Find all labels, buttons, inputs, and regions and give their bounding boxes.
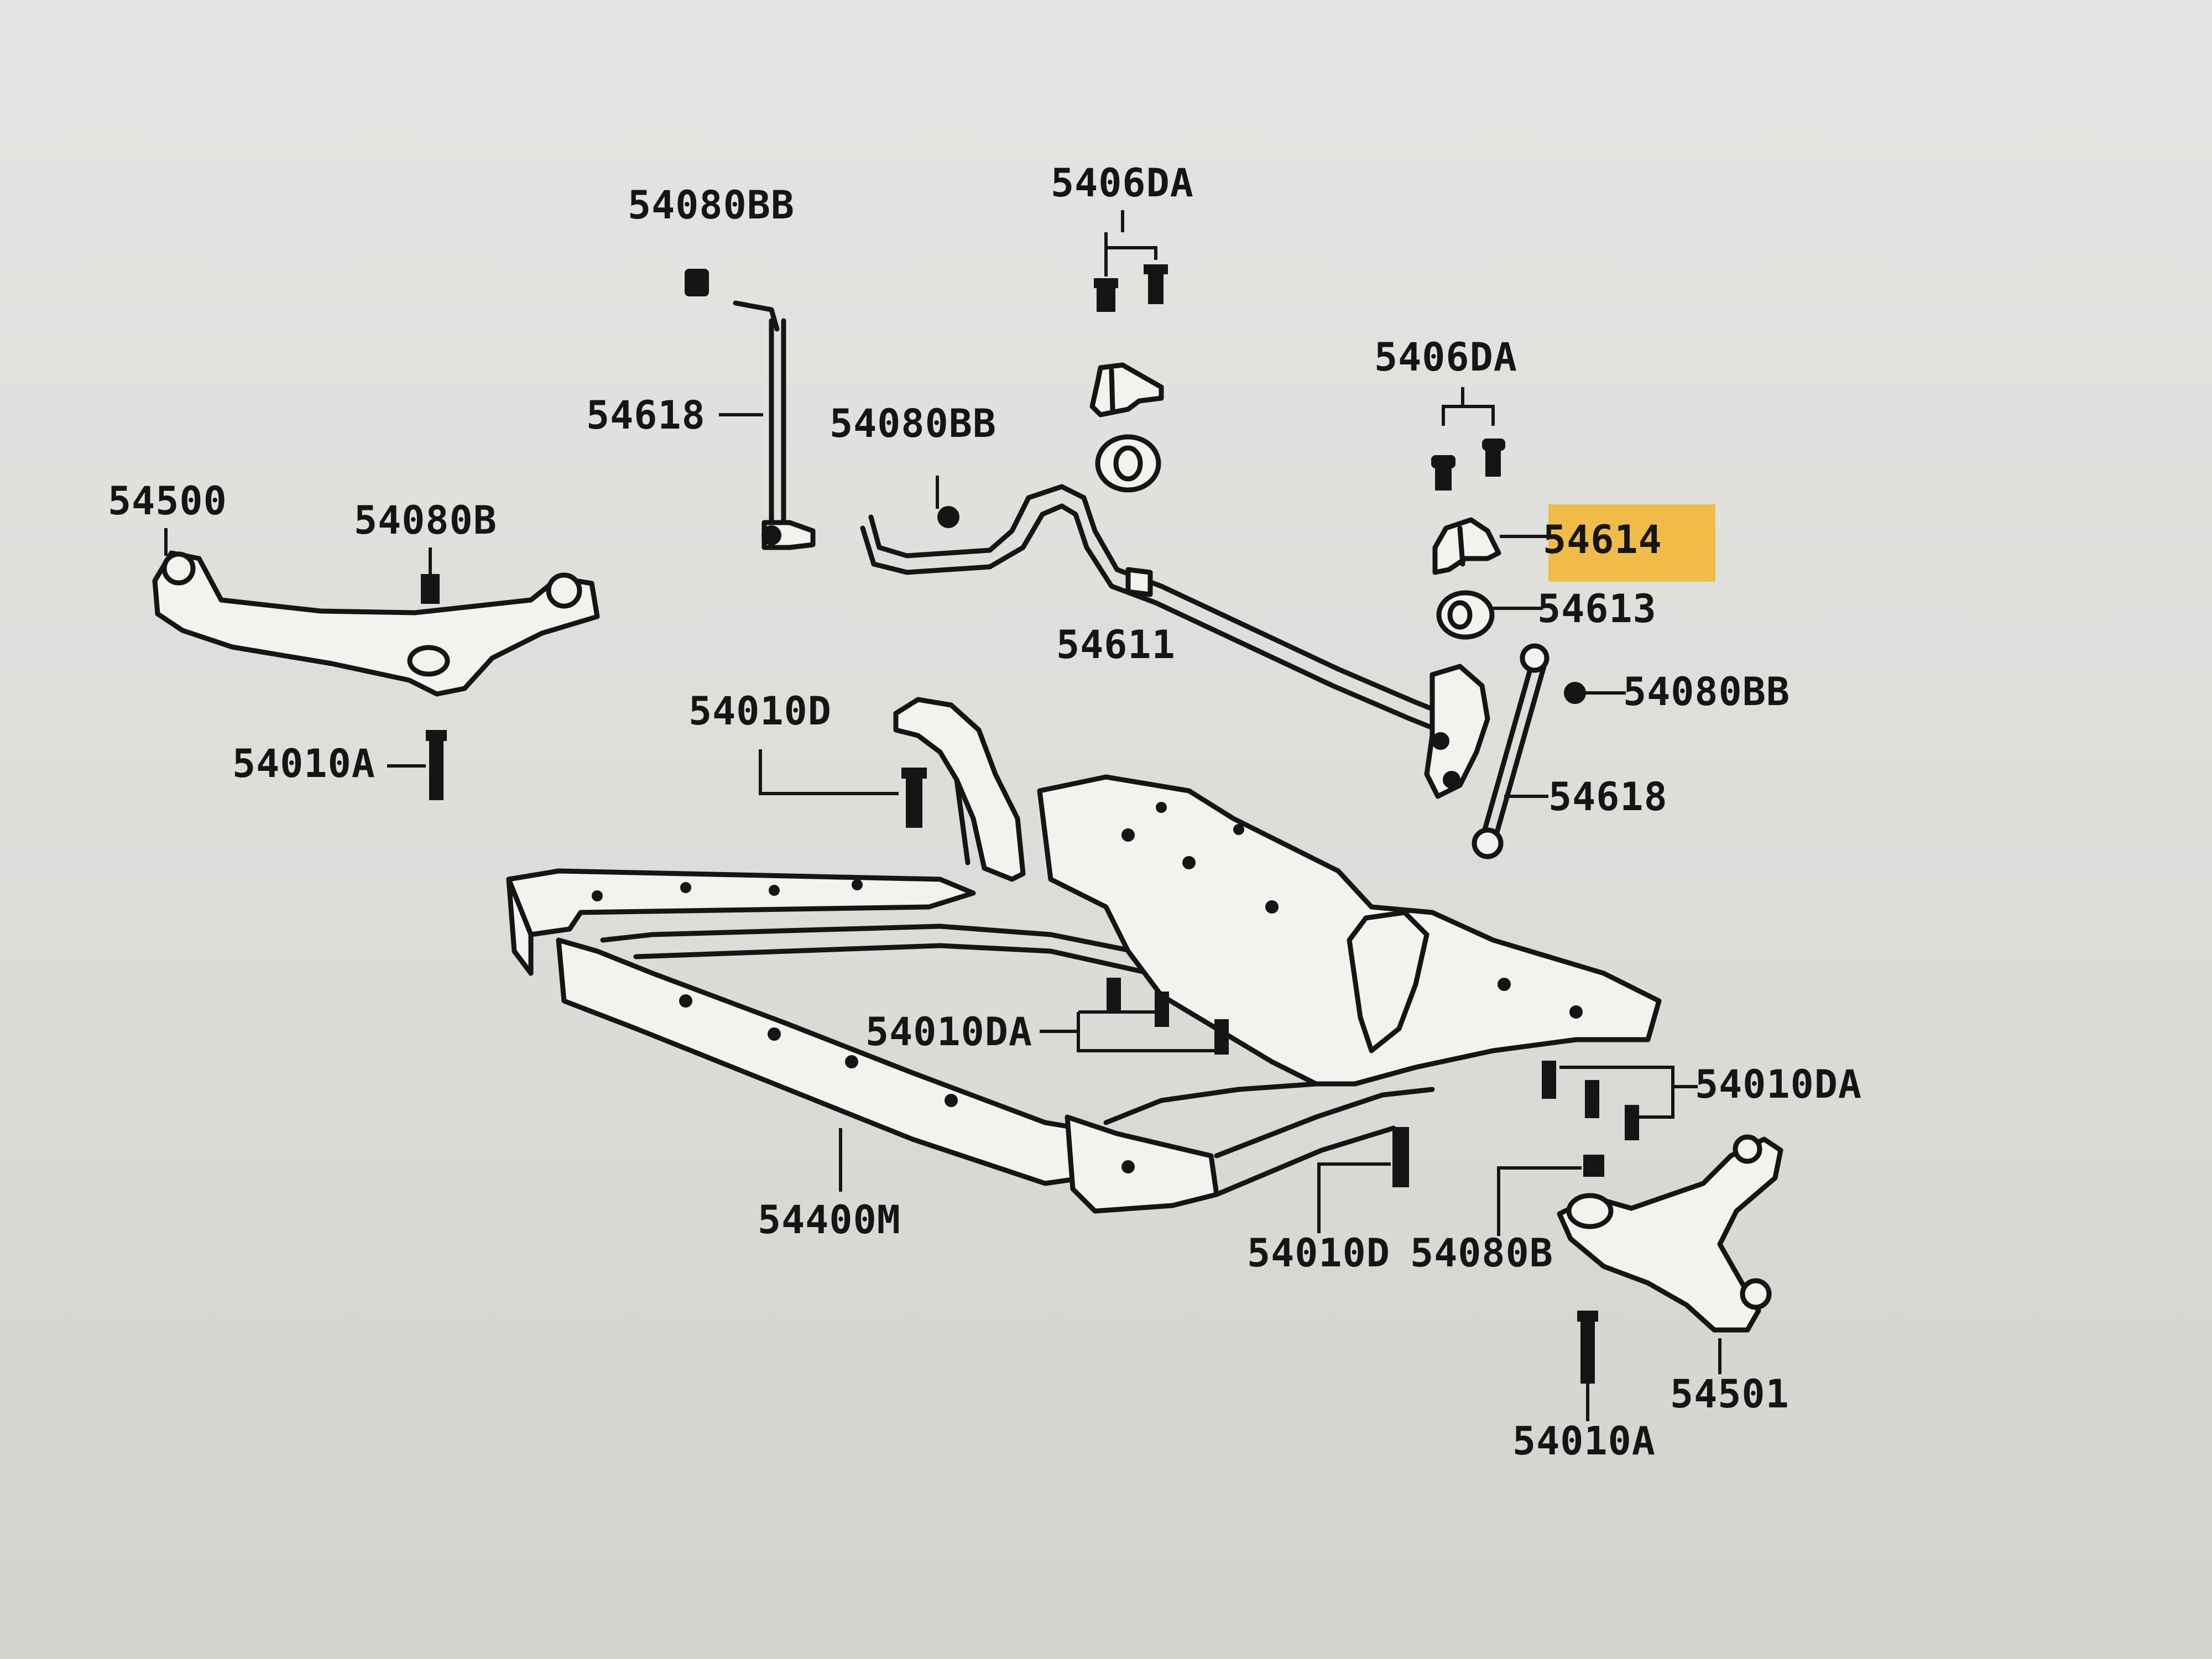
suspension-member xyxy=(506,697,1662,1214)
label-54010d-top: 54010D xyxy=(688,688,832,734)
label-54611: 54611 xyxy=(1056,622,1176,667)
label-54618-left: 54618 xyxy=(586,393,706,438)
clamp-bolts-top xyxy=(1094,210,1168,312)
stabilizer-link-left xyxy=(733,300,816,550)
stabilizer-link-right xyxy=(1424,643,1550,859)
label-54080bb-right: 54080BB xyxy=(1623,669,1790,714)
lower-arm-left xyxy=(152,528,600,697)
bolt-54080bb-right xyxy=(1564,682,1626,704)
label-54010a-right: 54010A xyxy=(1512,1418,1656,1464)
clamp-bolts-right xyxy=(1431,387,1505,491)
label-54080bb-top: 54080BB xyxy=(628,182,795,228)
bolt-54010a-right xyxy=(1577,1311,1598,1421)
bolt-54010a-left xyxy=(387,730,447,800)
highlight-box xyxy=(1548,504,1715,582)
label-5406da-right: 5406DA xyxy=(1374,335,1517,380)
bolt-54080bb-top xyxy=(685,269,709,296)
label-54501: 54501 xyxy=(1670,1371,1790,1417)
bolts-54010da-center xyxy=(1040,978,1229,1055)
bolt-54010d-bottom xyxy=(1317,1127,1409,1233)
label-54010a-left: 54010A xyxy=(232,741,375,786)
label-54400m: 54400M xyxy=(758,1197,901,1243)
bolt-54080b-left xyxy=(421,547,440,604)
bolt-54080b-right xyxy=(1497,1155,1604,1236)
bolt-54080bb-mid xyxy=(936,476,959,528)
label-54618-right: 54618 xyxy=(1548,774,1668,820)
stabilizer-bar xyxy=(860,484,1446,794)
label-5406da-top: 5406DA xyxy=(1051,160,1194,206)
highlighted-part-54614 xyxy=(1432,504,1715,582)
label-54010da-right: 54010DA xyxy=(1695,1062,1862,1107)
label-54614-highlighted: 54614 xyxy=(1543,517,1662,562)
bushing-54613 xyxy=(1436,590,1543,640)
label-54080b-right: 54080B xyxy=(1410,1230,1553,1276)
bolts-54010da-right xyxy=(1542,1061,1698,1140)
label-54010da-center: 54010DA xyxy=(865,1009,1032,1055)
clamp-bracket-top xyxy=(1089,362,1164,418)
bolt-54010d-top xyxy=(759,749,927,828)
label-54010d-bottom: 54010D xyxy=(1247,1230,1390,1276)
label-54500: 54500 xyxy=(108,478,227,524)
label-54080b-left: 54080B xyxy=(354,498,497,543)
bushing-top xyxy=(1095,434,1161,493)
label-54080bb-mid: 54080BB xyxy=(830,401,997,446)
label-54613: 54613 xyxy=(1537,586,1657,632)
lower-arm-right xyxy=(1557,1134,1783,1374)
